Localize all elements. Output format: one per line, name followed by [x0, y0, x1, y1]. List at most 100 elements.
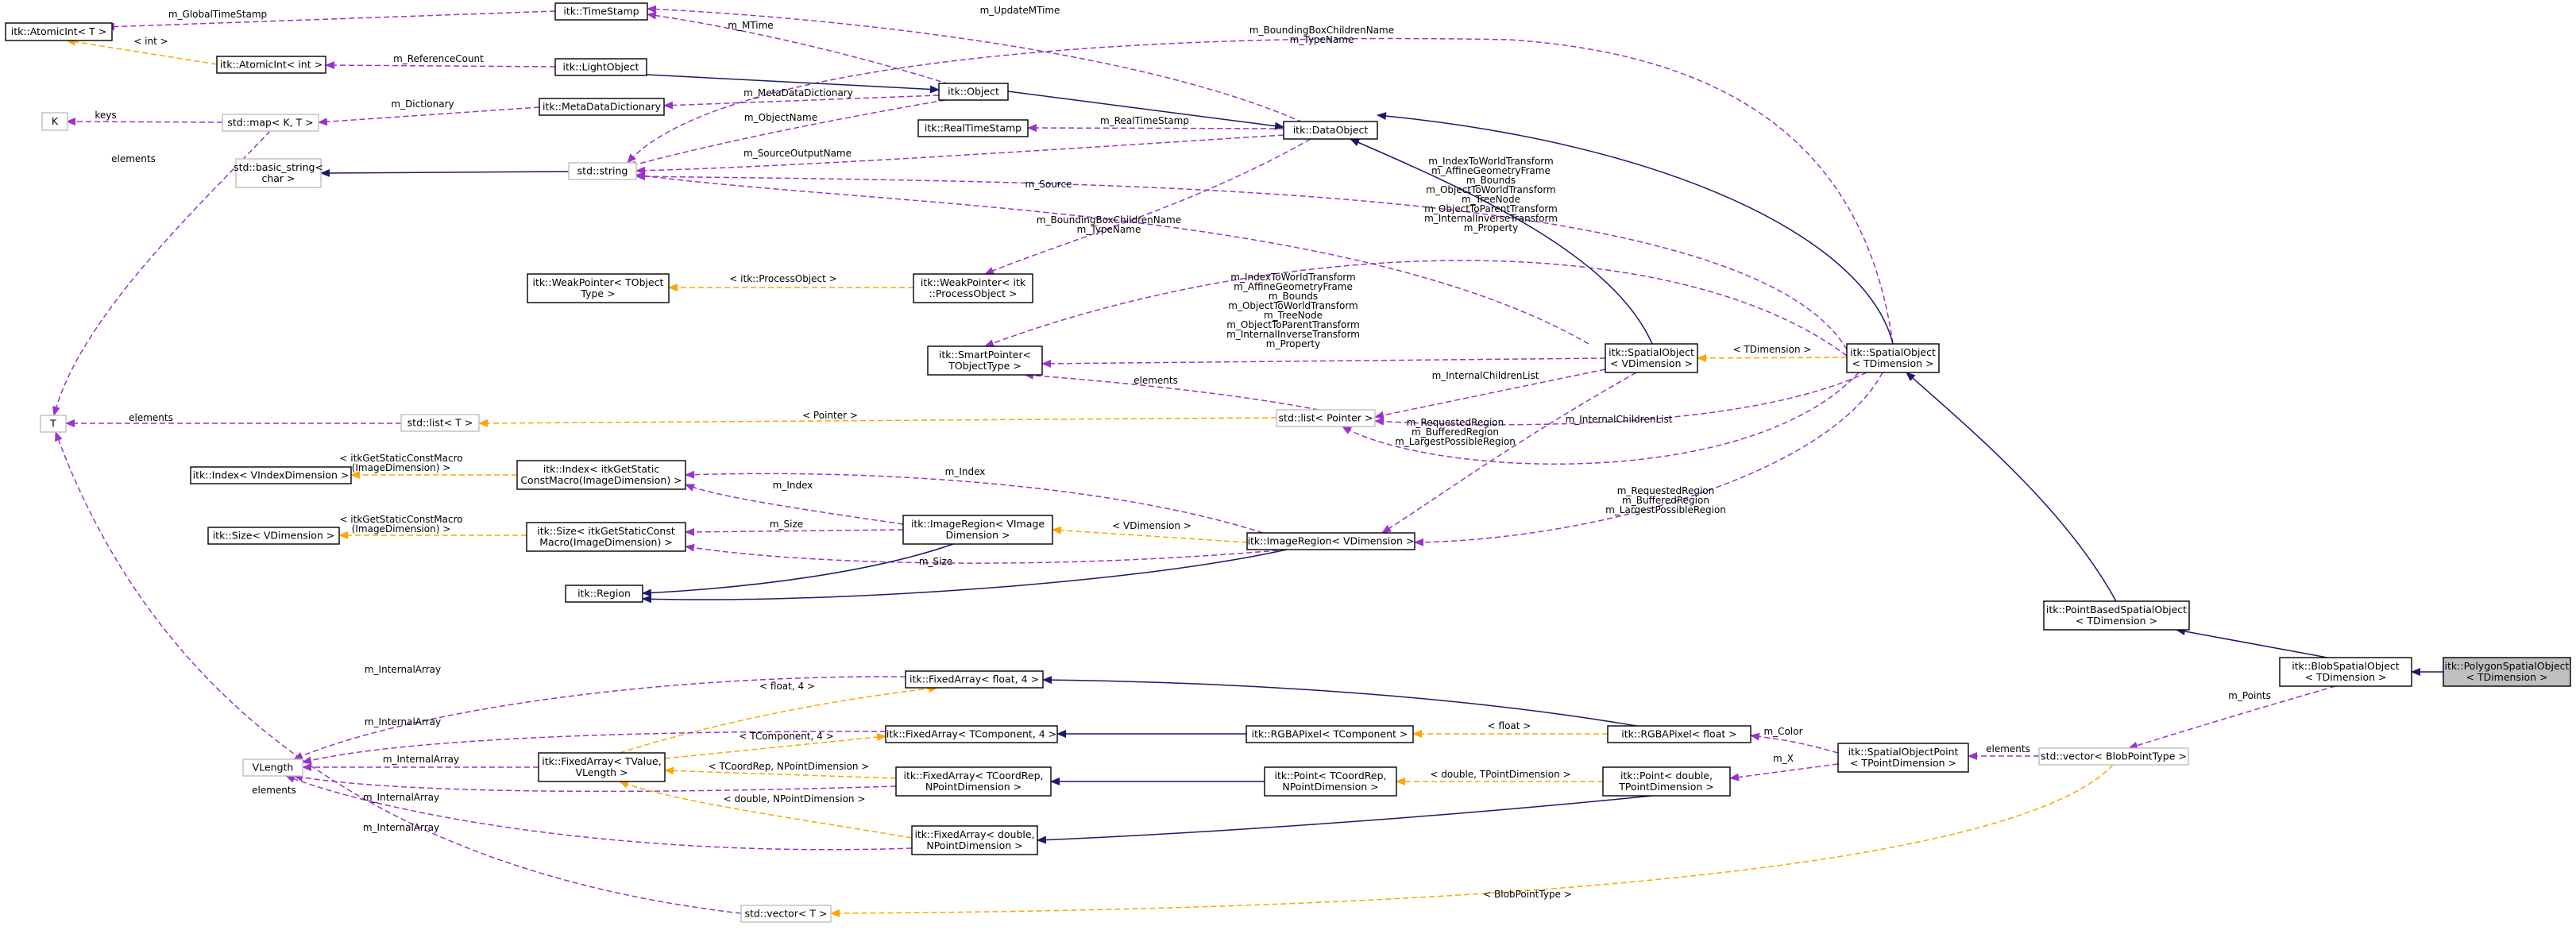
edge-label-blobpoint-tpl: < BlobPointType >: [1483, 889, 1572, 900]
node-spatialobj-v[interactable]: itk::SpatialObject< VDimension >: [1605, 343, 1698, 373]
edge-line: [627, 37, 1894, 345]
node-stdstring[interactable]: std::string: [568, 162, 637, 180]
node-fa-double[interactable]: itk::FixedArray< double,NPointDimension …: [911, 825, 1038, 855]
node-label: itk::SpatialObject: [1609, 346, 1694, 358]
node-vlength[interactable]: VLength: [242, 758, 303, 777]
edge-line: [1041, 357, 1606, 368]
node-smartptr[interactable]: itk::SmartPointer<TObjectType >: [927, 345, 1043, 376]
edge-sopoint-to-point_double: [1729, 763, 1839, 781]
node-label: itk::RGBAPixel< TComponent >: [1252, 728, 1408, 740]
edge-label-m-index-1: m_Index: [945, 466, 986, 477]
edge-spatialobj_t-to-stdstring: [635, 172, 1848, 350]
node-stdvector-blob[interactable]: std::vector< BlobPointType >: [2038, 747, 2189, 766]
node-metadict[interactable]: itk::MetaDataDictionary: [539, 98, 665, 116]
node-box: [1246, 532, 1415, 550]
node-box: [554, 58, 647, 76]
edge-line: [685, 543, 1288, 564]
edge-label-m-size-1: m_Size: [770, 519, 803, 530]
node-size-img[interactable]: itk::Size< itkGetStaticConstMacro(ImageD…: [526, 522, 686, 552]
node-point-double[interactable]: itk::Point< double,TPointDimension >: [1602, 766, 1731, 797]
node-label: VLength >: [575, 766, 628, 778]
node-box: [902, 515, 1053, 545]
edge-label-tcomp4-tpl: < TComponent, 4 >: [739, 731, 833, 742]
node-spatialobj-t[interactable]: itk::SpatialObject< TDimension >: [1846, 343, 1940, 373]
edge-line: [302, 731, 886, 765]
edge-label-float4-tpl: < float, 4 >: [759, 681, 815, 692]
edge-line: [635, 172, 1848, 350]
node-index-img[interactable]: itk::Index< itkGetStaticConstMacro(Image…: [516, 460, 686, 490]
edge-label-tdimension-tpl: < TDimension >: [1733, 344, 1812, 355]
edge-line: [325, 61, 556, 70]
edge-timestamp-to-atomic_t: [105, 10, 556, 31]
edge-label-double-tpoint-tpl: < double, TPointDimension >: [1430, 769, 1570, 780]
node-box: [927, 345, 1043, 376]
node-timestamp[interactable]: itk::TimeStamp: [554, 2, 648, 21]
node-index-v[interactable]: itk::Index< VIndexDimension >: [190, 466, 352, 484]
edge-line: [285, 775, 913, 851]
nodes-layer: itk::AtomicInt< T >itk::AtomicInt< int >…: [5, 2, 2571, 923]
node-label: std::map< K, T >: [227, 117, 313, 129]
node-dataobject[interactable]: itk::DataObject: [1283, 121, 1378, 140]
node-stdmap[interactable]: std::map< K, T >: [222, 114, 319, 132]
node-box: [938, 83, 1009, 101]
node-label: itk::Size< itkGetStaticConst: [537, 525, 675, 537]
node-region[interactable]: itk::Region: [565, 585, 643, 603]
edge-imgregion_v-to-size_img: [685, 543, 1288, 564]
edge-line: [1052, 526, 1248, 543]
node-box: [1283, 121, 1378, 140]
node-size-v[interactable]: itk::Size< VDimension >: [207, 527, 340, 545]
node-stdlist-ptr[interactable]: std::list< Pointer >: [1276, 409, 1376, 427]
node-k[interactable]: K: [41, 112, 68, 131]
edge-label-float-tpl: < float >: [1488, 720, 1531, 731]
node-fa-tvalue[interactable]: itk::FixedArray< TValue,VLength >: [538, 752, 666, 782]
node-fa-float4[interactable]: itk::FixedArray< float, 4 >: [905, 670, 1044, 689]
node-lightobject[interactable]: itk::LightObject: [554, 58, 647, 76]
edge-line: [318, 106, 540, 126]
node-basicstring[interactable]: std::basic_string<char >: [234, 158, 323, 188]
node-label: itk::FixedArray< float, 4 >: [910, 673, 1039, 685]
edge-label-internal-array-3: m_InternalArray: [383, 754, 459, 765]
node-box: [1605, 343, 1698, 373]
node-pointbased[interactable]: itk::PointBasedSpatialObject< TDimension…: [2043, 600, 2190, 631]
node-atomic-t[interactable]: itk::AtomicInt< T >: [5, 22, 113, 41]
node-weakptr-po[interactable]: itk::WeakPointer< itk::ProcessObject >: [913, 273, 1033, 303]
node-label: std::list< T >: [407, 417, 473, 429]
node-t[interactable]: T: [40, 415, 67, 433]
node-box: [905, 670, 1044, 689]
node-object[interactable]: itk::Object: [938, 83, 1009, 101]
node-box: [527, 273, 670, 303]
node-fa-tcomp4[interactable]: itk::FixedArray< TComponent, 4 >: [885, 725, 1058, 743]
edge-line: [664, 766, 897, 779]
node-label: itk::MetaDataDictionary: [543, 101, 662, 113]
edge-line: [1377, 112, 1894, 345]
edge-line: [2128, 685, 2336, 750]
node-point-tcoord[interactable]: itk::Point< TCoordRep,NPointDimension >: [1264, 766, 1397, 797]
node-atomic-int[interactable]: itk::AtomicInt< int >: [216, 56, 326, 74]
node-stdvector-t[interactable]: std::vector< T >: [740, 905, 832, 923]
node-blob[interactable]: itk::BlobSpatialObject< TDimension >: [2279, 657, 2412, 687]
node-label: ConstMacro(ImageDimension) >: [520, 474, 682, 486]
node-stdlist-t[interactable]: std::list< T >: [400, 414, 480, 432]
node-polygon[interactable]: itk::PolygonSpatialObject< TDimension >: [2443, 657, 2571, 687]
edge-line: [1342, 372, 1860, 465]
edge-line: [293, 676, 906, 760]
edge-label-size-macro-tpl: < itkGetStaticConstMacro(ImageDimension)…: [339, 514, 462, 534]
edge-spatialobj_v-to-imgregion_v: [1381, 372, 1637, 534]
edge-label-internal-children-v: m_InternalChildrenList: [1432, 370, 1539, 381]
node-fa-tcoord[interactable]: itk::FixedArray< TCoordRep,NPointDimensi…: [895, 766, 1052, 797]
node-box: [235, 158, 322, 188]
node-weakptr-t[interactable]: itk::WeakPointer< TObjectType >: [527, 273, 670, 303]
edge-label-mtime: m_MTime: [728, 20, 773, 31]
node-rgba-t[interactable]: itk::RGBAPixel< TComponent >: [1246, 725, 1414, 743]
node-imgregion-v[interactable]: itk::ImageRegion< VDimension >: [1246, 532, 1415, 550]
node-sopoint[interactable]: itk::SpatialObjectPoint< TPointDimension…: [1837, 743, 1969, 773]
node-label: itk::FixedArray< TCoordRep,: [903, 770, 1043, 781]
node-realtimestamp[interactable]: itk::RealTimeStamp: [917, 119, 1029, 137]
node-rgba-f[interactable]: itk::RGBAPixel< float >: [1607, 725, 1751, 743]
node-label: < TDimension >: [1852, 357, 1934, 369]
